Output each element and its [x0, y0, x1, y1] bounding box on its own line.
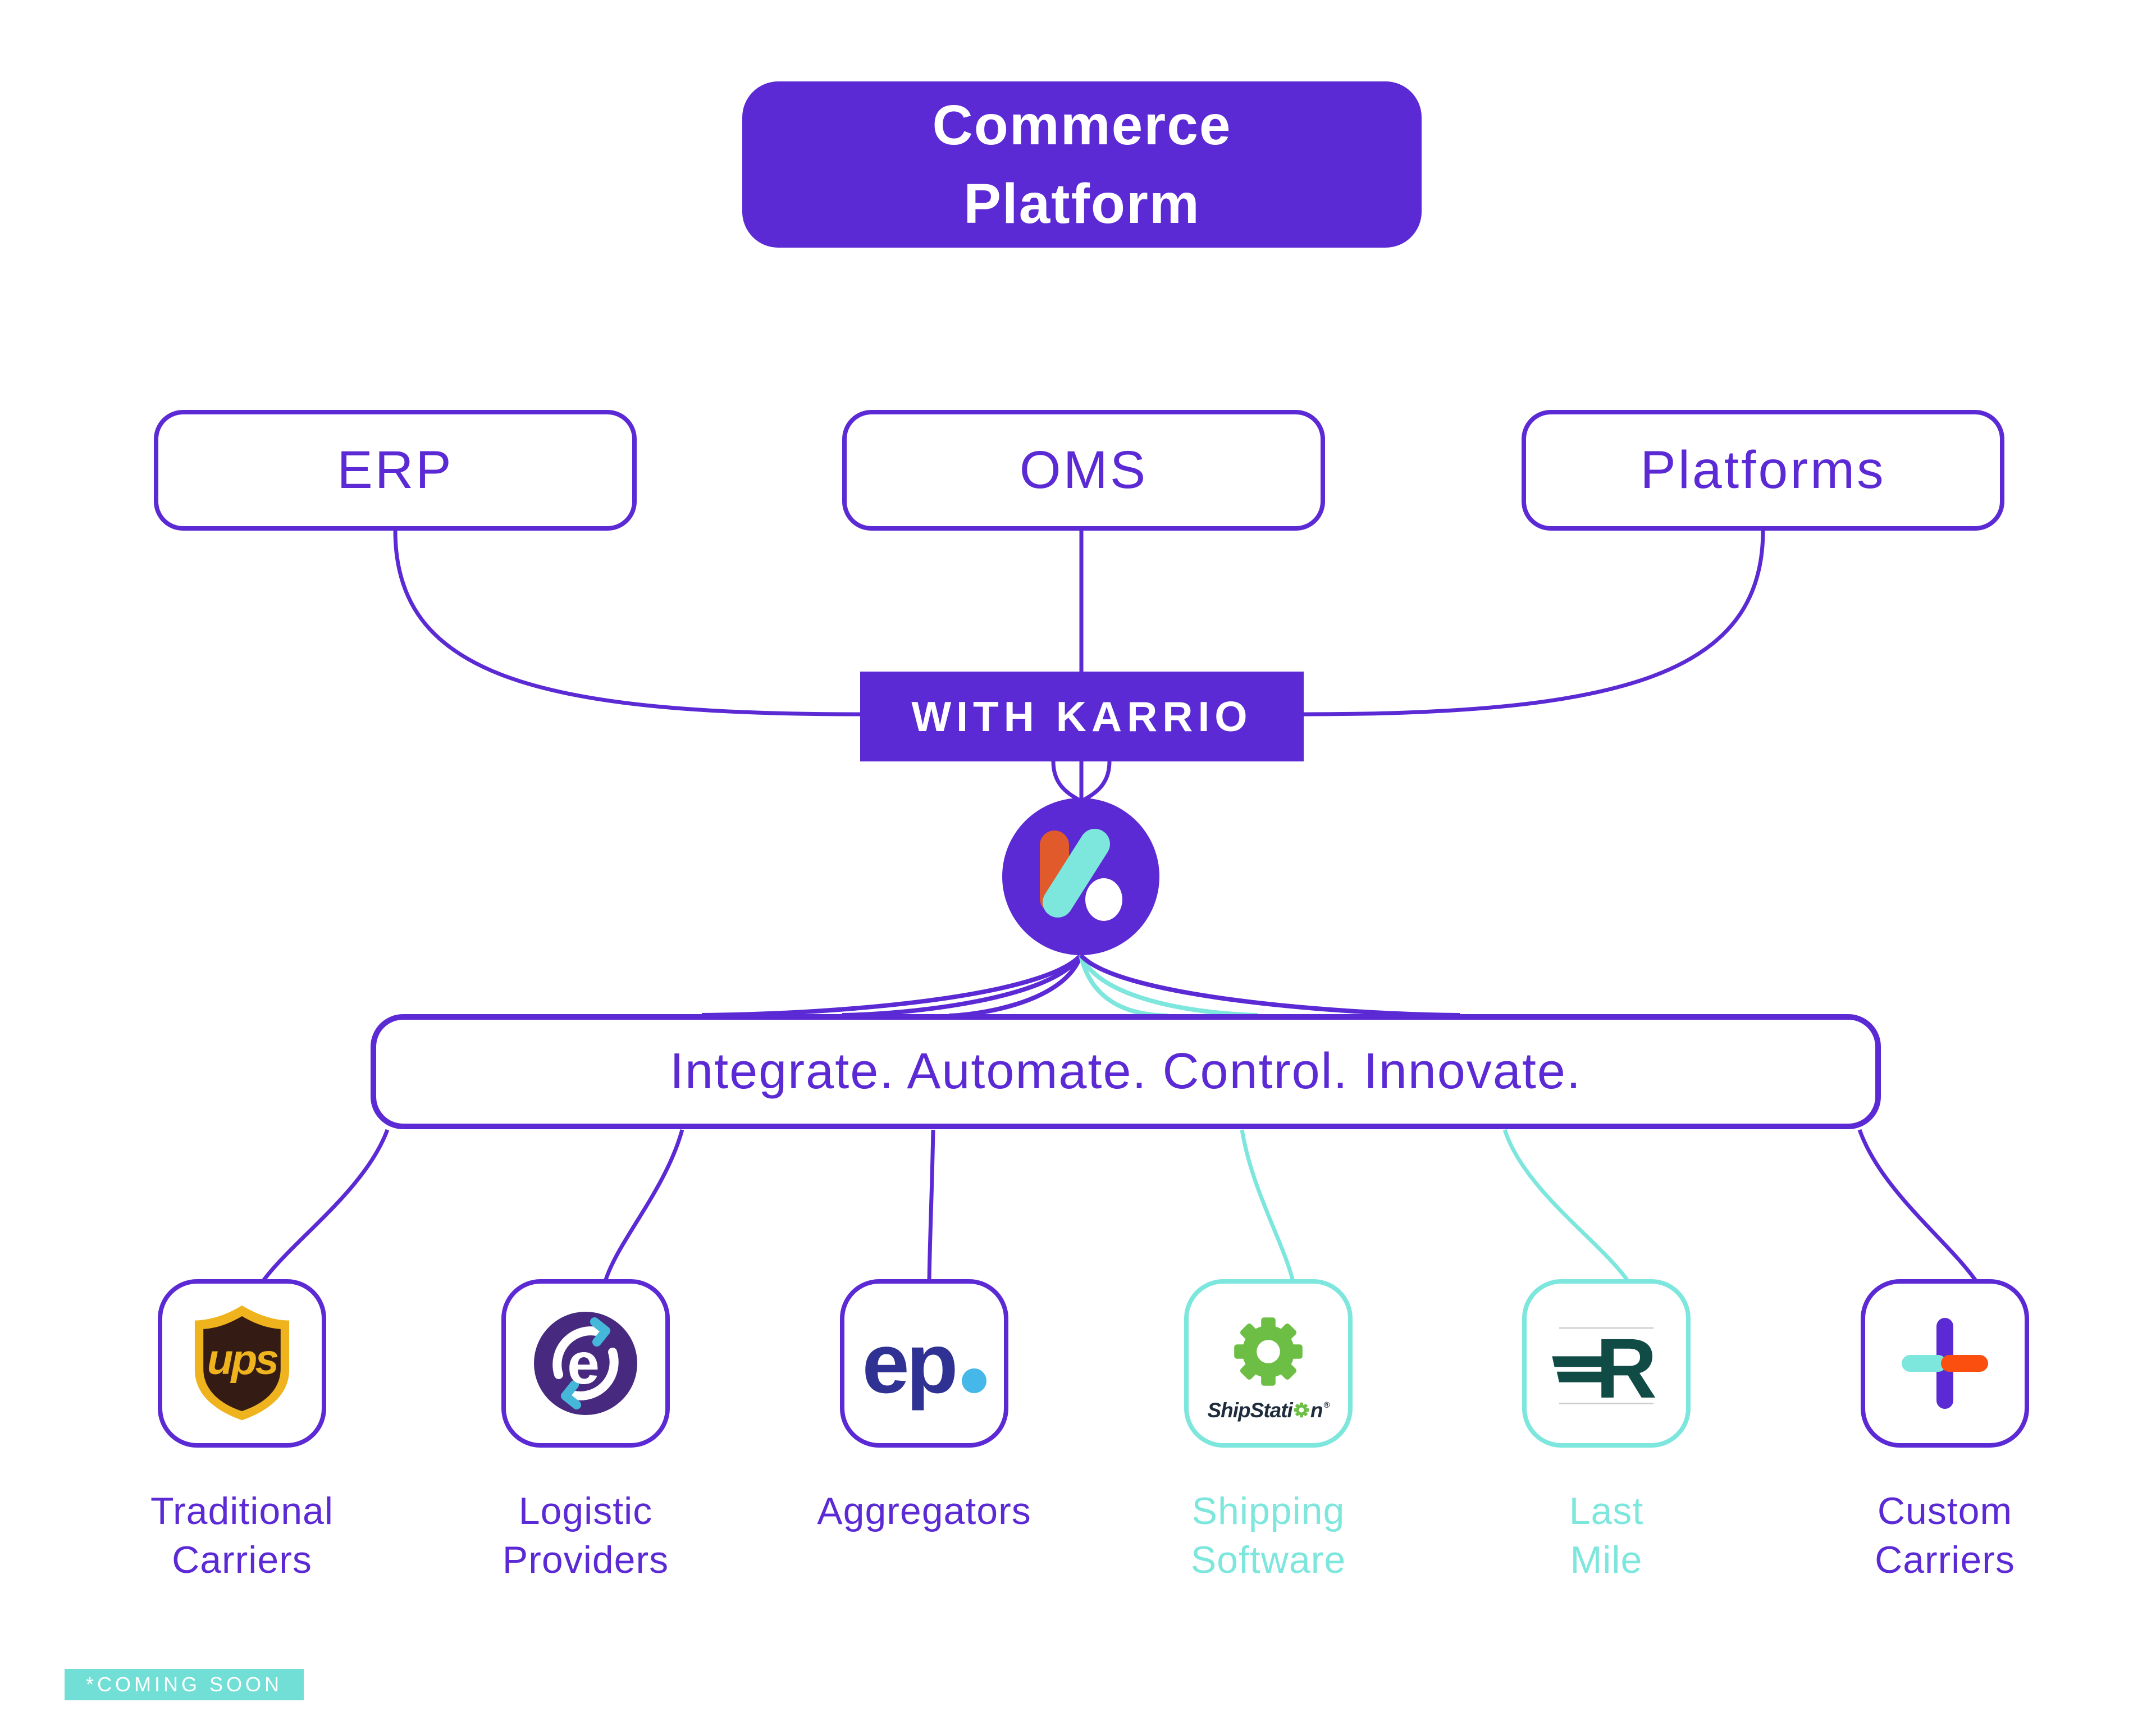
platforms-label: Platforms — [1640, 440, 1886, 500]
label-line: Carriers — [1875, 1539, 2015, 1582]
connector-hub-logo-right — [1083, 761, 1112, 802]
ups-wordmark: ups — [207, 1336, 278, 1384]
coming-soon-badge: *COMING SOON — [65, 1669, 304, 1700]
lastmile-r-glyph: R — [1596, 1321, 1657, 1416]
label-line: Mile — [1570, 1539, 1643, 1582]
tile-custom-carriers — [1861, 1279, 2029, 1448]
label-aggregators: Aggregators — [744, 1487, 1104, 1536]
tagline-node: Integrate. Automate. Control. Innovate. — [371, 1014, 1881, 1129]
connector-tagline-shipping — [1240, 1129, 1295, 1282]
shipstation-logo-icon: ShipStati n ® — [1207, 1307, 1330, 1422]
shipstation-gear-icon — [1234, 1317, 1303, 1386]
connector-tagline-traditional — [261, 1129, 390, 1283]
erp-node: ERP — [154, 410, 637, 531]
karrio-logo-icon — [1002, 798, 1159, 955]
coming-soon-text: *COMING SOON — [86, 1673, 283, 1696]
erp-label: ERP — [337, 440, 454, 500]
tile-aggregators: ep — [840, 1279, 1008, 1448]
tile-traditional-carriers: ups — [158, 1279, 326, 1448]
label-shipping-software: Shipping Software — [1089, 1487, 1448, 1585]
fan-line-5 — [1079, 954, 1258, 1017]
r-lastmile-icon: R — [1552, 1321, 1657, 1416]
label-logistic-providers: Logistic Providers — [406, 1487, 765, 1585]
logistic-e-glyph: e — [567, 1331, 600, 1397]
label-line: Software — [1190, 1539, 1346, 1582]
label-line: Traditional — [150, 1490, 334, 1532]
label-line: Aggregators — [817, 1490, 1031, 1532]
label-line: Last — [1569, 1490, 1644, 1532]
ups-logo-icon: ups — [194, 1305, 290, 1421]
shipstation-wordmark-right: n — [1310, 1398, 1323, 1422]
oms-label: OMS — [1019, 440, 1148, 500]
oms-node: OMS — [842, 410, 1325, 531]
connector-tagline-aggregators — [927, 1129, 935, 1282]
label-last-mile: Last Mile — [1427, 1487, 1786, 1585]
ep-dot — [961, 1368, 986, 1394]
tagline-text: Integrate. Automate. Control. Innovate. — [670, 1043, 1582, 1099]
commerce-title-line2: Platform — [963, 172, 1200, 235]
label-line: Shipping — [1191, 1490, 1345, 1532]
platforms-node: Platforms — [1522, 410, 2004, 531]
commerce-title-line1: Commerce — [932, 94, 1232, 157]
ep-wordmark: ep — [862, 1315, 958, 1411]
with-karrio-label: WITH KARRIO — [911, 693, 1253, 740]
shipstation-small-gear-icon — [1294, 1402, 1309, 1418]
fan-line-1 — [701, 953, 1082, 1017]
connector-tagline-logistic — [603, 1129, 684, 1283]
connector-platforms-hub — [1303, 530, 1765, 717]
commerce-platform-node: Commerce Platform — [742, 81, 1422, 248]
connector-hub-logo-left — [1051, 761, 1080, 802]
registered-mark: ® — [1323, 1400, 1330, 1410]
tile-shipping-software: ShipStati n ® — [1184, 1279, 1353, 1448]
label-custom-carriers: Custom Carriers — [1765, 1487, 2125, 1585]
connector-tagline-custom — [1857, 1129, 1978, 1283]
label-line: Providers — [502, 1539, 669, 1582]
logistic-cycle-icon: e — [534, 1312, 637, 1415]
label-line: Custom — [1877, 1490, 2013, 1532]
plus-custom-icon — [1902, 1318, 1988, 1409]
tile-logistic-providers: e — [501, 1279, 670, 1448]
label-traditional-carriers: Traditional Carriers — [62, 1487, 422, 1585]
tile-last-mile: R — [1522, 1279, 1691, 1448]
with-karrio-node: WITH KARRIO — [860, 672, 1304, 761]
label-line: Logistic — [518, 1490, 653, 1532]
label-line: Carriers — [172, 1539, 312, 1582]
ep-logo-icon: ep — [862, 1315, 986, 1411]
fan-line-2 — [842, 953, 1083, 1017]
connector-tagline-lastmile — [1502, 1129, 1630, 1283]
shipstation-wordmark: ShipStati n ® — [1207, 1398, 1330, 1422]
shipstation-wordmark-left: ShipStati — [1207, 1398, 1292, 1422]
fan-line-6 — [1079, 953, 1460, 1017]
connector-erp-hub — [393, 530, 861, 717]
